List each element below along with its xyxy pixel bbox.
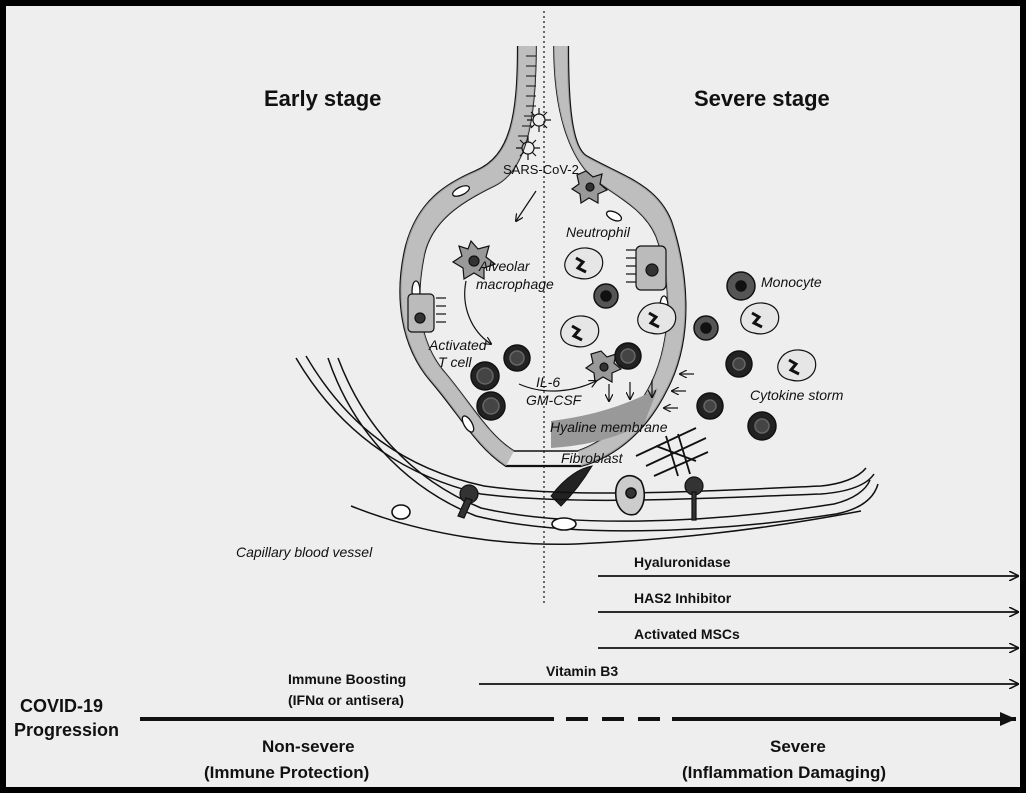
severe-stage-title: Severe stage [694,86,830,112]
alveolar-macrophage-label-1: Alveolar [479,258,530,274]
fibroblast-fibers [636,428,708,476]
type-ii-cell [408,294,446,332]
severe-label: Severe [770,737,826,757]
monocyte-label: Monocyte [761,274,822,290]
severe-detail: (Inflammation Damaging) [682,763,886,783]
progression-title-1: COVID-19 [20,696,103,717]
has2-inhibitor-label: HAS2 Inhibitor [634,590,731,606]
cytokine-storm-label: Cytokine storm [750,387,843,403]
activated-mscs-label: Activated MSCs [634,626,740,642]
non-severe-detail: (Immune Protection) [204,763,369,783]
progression-title-2: Progression [14,720,119,741]
hyaluronidase-label: Hyaluronidase [634,554,730,570]
activated-t-cell-label-1: Activated [429,337,487,353]
early-stage-title: Early stage [264,86,381,112]
type-ii-cell-right [626,246,666,290]
neutrophil-label: Neutrophil [566,224,630,240]
virus-label: SARS-CoV-2 [503,162,579,177]
diagram-graphics [6,6,1020,787]
fibroblast-label: Fibroblast [561,450,622,466]
gm-csf-label: GM-CSF [526,392,581,408]
activated-t-cell-label-2: T cell [438,354,471,370]
immune-boosting-detail: (IFNα or antisera) [288,692,404,708]
alveolar-macrophage-label-2: macrophage [476,276,554,292]
vitamin-b3-label: Vitamin B3 [546,663,618,679]
il6-label: IL-6 [536,374,560,390]
non-severe-label: Non-severe [262,737,355,757]
diagram-frame: Early stage Severe stage SARS-CoV-2 Neut… [6,6,1020,787]
hyaline-membrane-label: Hyaline membrane [550,419,668,435]
capillary-label: Capillary blood vessel [236,544,372,560]
immune-boosting-label: Immune Boosting [288,671,406,687]
